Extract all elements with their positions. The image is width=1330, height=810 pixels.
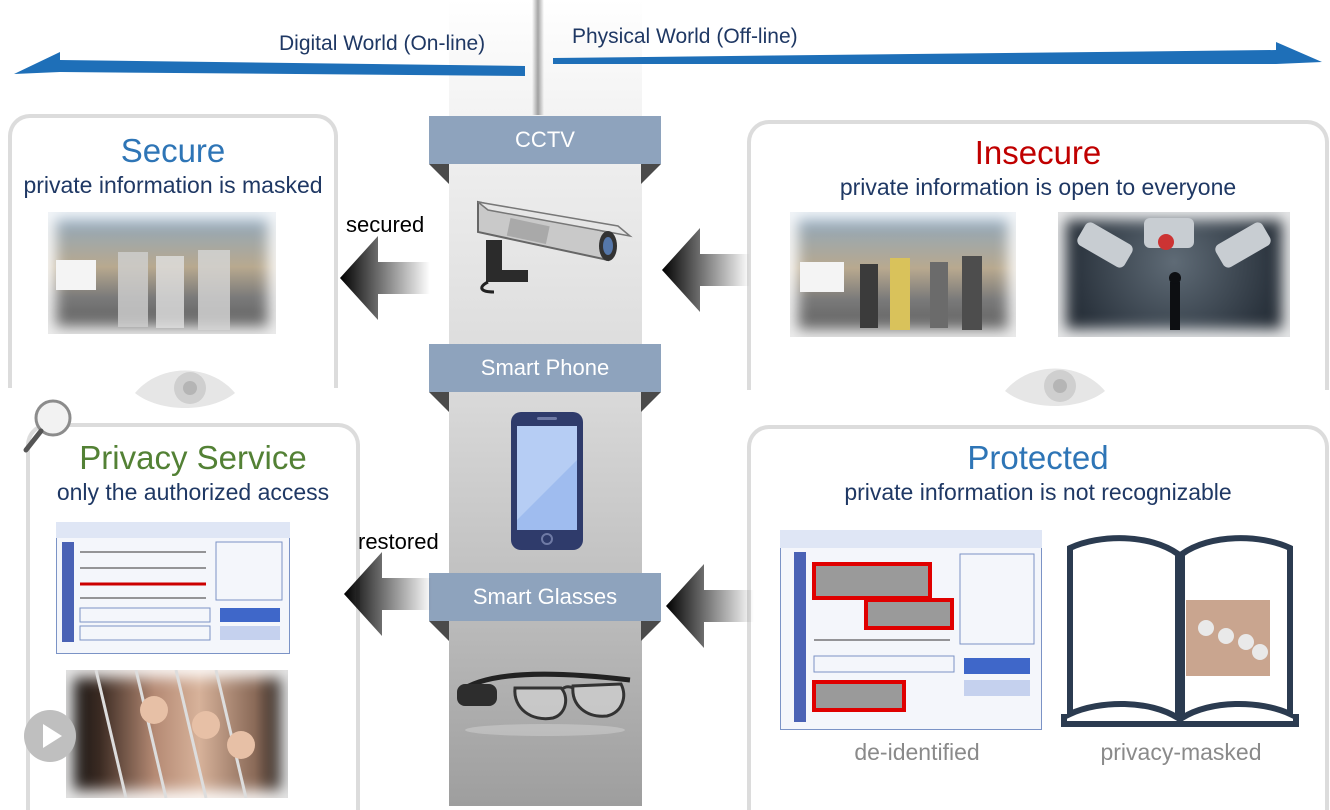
insecure-title: Insecure: [974, 134, 1102, 171]
de-identified-document-image: [780, 530, 1042, 730]
protected-title: Protected: [967, 439, 1109, 476]
band-fold: [429, 164, 449, 184]
physical-world-label: Physical World (Off-line): [572, 25, 798, 48]
digital-world-label: Digital World (On-line): [279, 32, 486, 55]
smartphone-icon: [511, 412, 583, 550]
masked-street-photo: [48, 212, 276, 334]
physical-world-arrow: [553, 42, 1322, 64]
insecure-subtitle: private information is open to everyone: [839, 174, 1237, 200]
crib-babies: [94, 670, 255, 798]
restored-label: restored: [358, 529, 439, 554]
magnifier-icon: [23, 399, 72, 453]
secure-subtitle: private information is masked: [23, 172, 323, 198]
physical-to-cctv-arrow: [662, 228, 750, 312]
band-fold: [641, 164, 661, 184]
restored-document-image: [56, 522, 290, 654]
band-fold: [429, 392, 449, 412]
physical-to-glasses-arrow: [666, 564, 754, 648]
digital-world-arrow: [14, 52, 525, 76]
eye-icon: [1005, 368, 1105, 406]
smart-glasses-band: Smart Glasses: [429, 573, 661, 621]
secure-title: Secure: [120, 132, 226, 169]
smart-phone-band: Smart Phone: [429, 344, 661, 392]
smart-glasses-icon: [457, 671, 631, 736]
eye-icon: [135, 370, 235, 408]
world-divider: [532, 0, 544, 115]
band-fold: [641, 621, 661, 641]
surveillance-cameras-photo: [1058, 212, 1290, 337]
restored-arrow: [344, 552, 432, 636]
open-book-icon: [1061, 535, 1299, 727]
restored-video-thumbnail: [66, 670, 288, 798]
privacy-masked-caption: privacy-masked: [1100, 739, 1262, 765]
pixelated-pedestrians: [56, 250, 230, 330]
play-button-icon[interactable]: [22, 708, 78, 764]
protected-subtitle: private information is not recognizable: [844, 479, 1232, 505]
pedestrians: [800, 256, 982, 330]
street-pedestrians-photo: [790, 212, 1016, 337]
cctv-band: CCTV: [429, 116, 661, 164]
cameras-figure: [1077, 218, 1271, 330]
secured-label: secured: [346, 212, 425, 237]
de-identified-caption: de-identified: [854, 739, 980, 765]
secured-arrow: [340, 236, 430, 320]
band-fold: [641, 392, 661, 412]
privacy-service-title: Privacy Service: [79, 439, 307, 476]
cctv-camera-icon: [477, 200, 633, 294]
privacy-service-subtitle: only the authorized access: [56, 479, 330, 505]
band-fold: [429, 621, 449, 641]
world-arrows: [14, 42, 1322, 76]
